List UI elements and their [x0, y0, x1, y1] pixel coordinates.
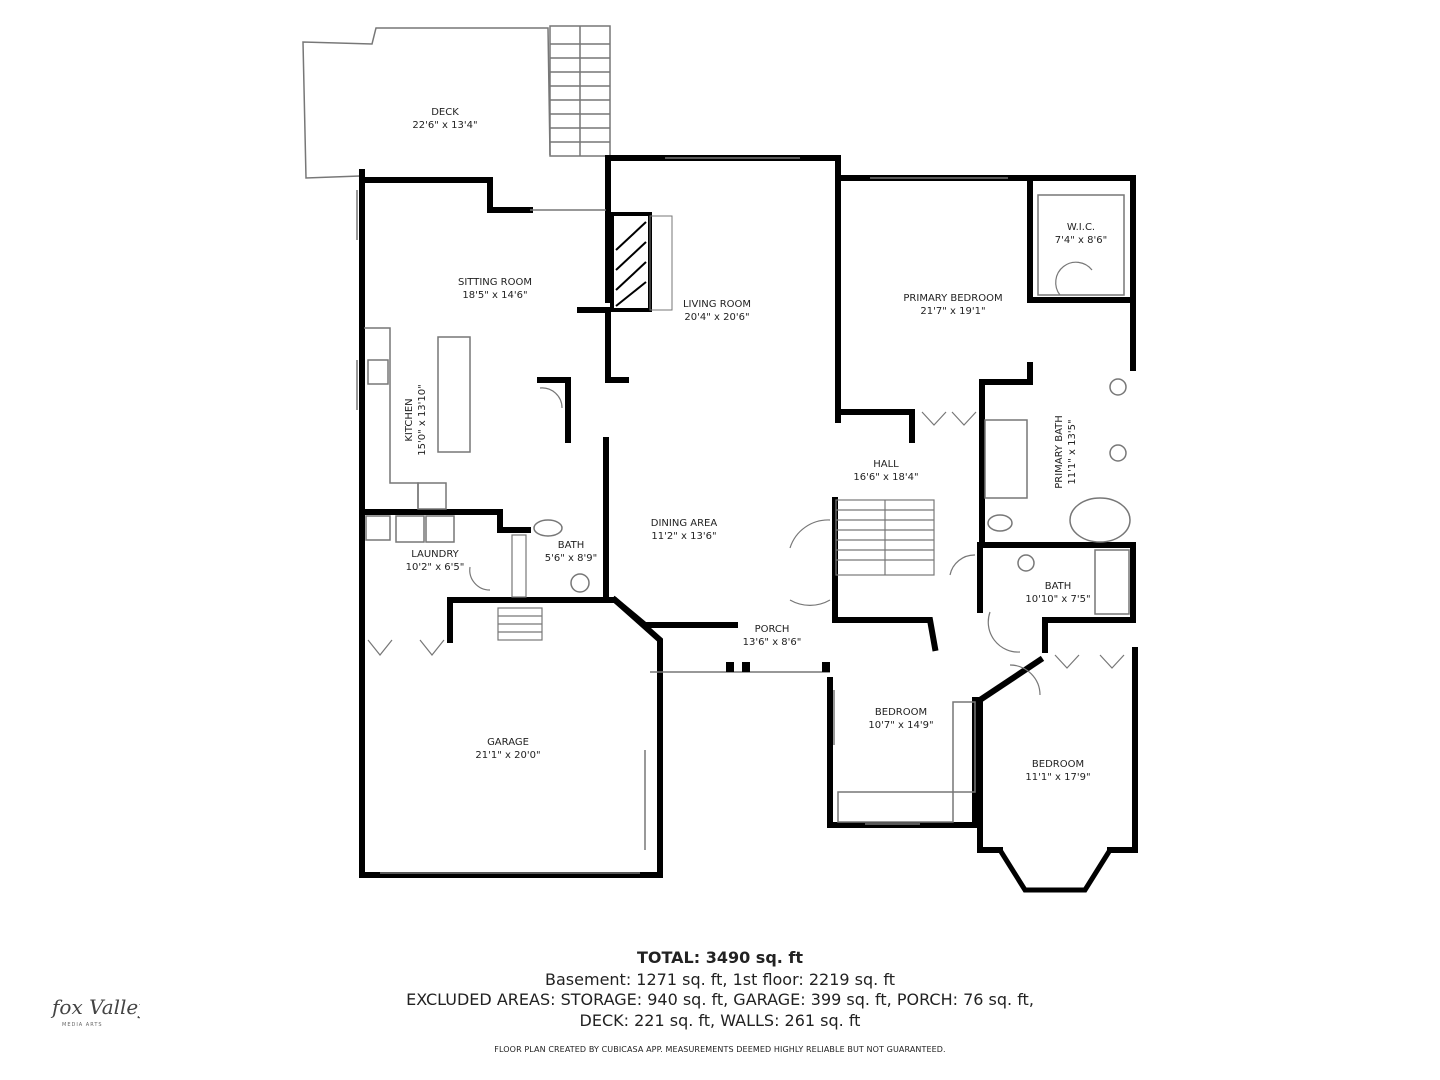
primary-bedroom-dim: 21'7" x 19'1" [920, 306, 985, 317]
kitchen-fixtures [364, 327, 471, 510]
primary-bedroom-label: PRIMARY BEDROOM [903, 293, 1002, 304]
porch-label: PORCH [755, 624, 790, 635]
sitting-room-label: SITTING ROOM [458, 277, 532, 288]
bath-dim: 5'6" x 8'9" [545, 553, 597, 564]
fireplace [610, 212, 673, 312]
living-room-dim: 20'4" x 20'6" [684, 312, 749, 323]
wic-dim: 7'4" x 8'6" [1055, 235, 1107, 246]
kitchen-label: KITCHEN [404, 398, 415, 441]
deck-dim: 22'6" x 13'4" [412, 120, 477, 131]
living-room-label: LIVING ROOM [683, 299, 751, 310]
logo-text: fox Valley [50, 995, 140, 1019]
fixtures [365, 194, 1131, 823]
excluded-areas: EXCLUDED AREAS: STORAGE: 940 sq. ft, GAR… [406, 990, 1034, 1009]
porch [650, 662, 830, 673]
hall-dim: 16'6" x 18'4" [853, 472, 918, 483]
sitting-room-dim: 18'5" x 14'6" [462, 290, 527, 301]
bath-2-dim: 10'10" x 7'5" [1025, 594, 1090, 605]
laundry-dim: 10'2" x 6'5" [406, 562, 465, 573]
dining-area-dim: 11'2" x 13'6" [651, 531, 716, 542]
doors [367, 261, 1125, 696]
logo-subtext: MEDIA ARTS [62, 1022, 103, 1028]
deck-label: DECK [431, 107, 459, 118]
bath-label: BATH [558, 540, 585, 551]
windows [356, 157, 1008, 874]
bedroom-dim: 10'7" x 14'9" [868, 720, 933, 731]
fox-valley-logo: fox Valley MEDIA ARTS [50, 995, 140, 1028]
disclaimer: FLOOR PLAN CREATED BY CUBICASA APP. MEAS… [494, 1045, 946, 1054]
floor-areas: Basement: 1271 sq. ft, 1st floor: 2219 s… [545, 970, 895, 989]
garage-dim: 21'1" x 20'0" [475, 750, 540, 761]
bedroom-2-label: BEDROOM [1032, 759, 1084, 770]
laundry-label: LAUNDRY [411, 549, 459, 560]
stairs [497, 499, 935, 641]
porch-dim: 13'6" x 8'6" [743, 637, 802, 648]
dining-area-label: DINING AREA [651, 518, 718, 529]
total-area: TOTAL: 3490 sq. ft [636, 948, 804, 967]
bath-2-label: BATH [1045, 581, 1072, 592]
garage-label: GARAGE [487, 737, 529, 748]
primary-bath-dim: 11'1" x 13'5" [1067, 419, 1078, 484]
walls [359, 155, 1138, 878]
deck-area [302, 25, 611, 179]
hall-label: HALL [873, 459, 899, 470]
excluded-areas-continued: DECK: 221 sq. ft, WALLS: 261 sq. ft [579, 1011, 861, 1030]
kitchen-dim: 15'0" x 13'10" [417, 384, 428, 456]
bedroom-label: BEDROOM [875, 707, 927, 718]
bedroom-2-dim: 11'1" x 17'9" [1025, 772, 1090, 783]
wic-label: W.I.C. [1067, 222, 1095, 233]
room-labels: DECK 22'6" x 13'4" SITTING ROOM 18'5" x … [404, 107, 1107, 783]
bay-window [997, 848, 1113, 893]
primary-bath-label: PRIMARY BATH [1054, 415, 1065, 489]
